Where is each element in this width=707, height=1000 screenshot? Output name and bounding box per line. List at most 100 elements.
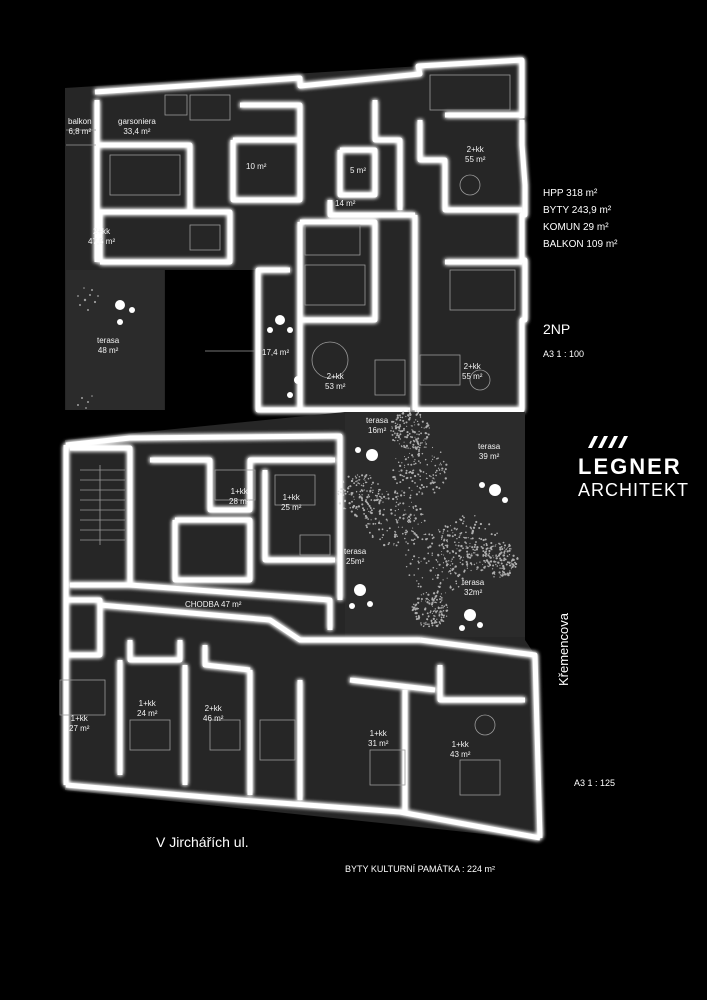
vegetation-dot	[392, 439, 394, 441]
unit-label-46: 2+kk 46 m²	[203, 704, 223, 724]
vegetation-dot	[446, 606, 448, 608]
vegetation-dot	[430, 460, 432, 462]
room-name: terasa	[97, 336, 120, 345]
brand-logo-mark	[588, 436, 628, 448]
vegetation-dot	[435, 469, 438, 472]
vegetation-dot	[475, 554, 477, 556]
vegetation-dot	[479, 561, 481, 563]
vegetation-dot	[386, 529, 388, 532]
vegetation-dot	[403, 464, 406, 466]
vegetation-dot	[441, 535, 444, 537]
vegetation-dot	[438, 530, 441, 533]
vegetation-dot	[503, 559, 505, 562]
room-area: 55 m²	[465, 155, 486, 164]
vegetation-dot	[455, 521, 458, 524]
vegetation-dot	[461, 559, 464, 562]
vegetation-dot	[475, 548, 478, 551]
vegetation-dot	[412, 446, 415, 449]
vegetation-dot	[378, 520, 380, 522]
vegetation-dot	[411, 530, 413, 532]
vegetation-dot	[414, 436, 416, 438]
room-name: terasa	[478, 442, 501, 451]
room-name: balkon	[68, 117, 92, 126]
vegetation-dot	[445, 592, 447, 594]
vegetation-dot	[434, 596, 437, 598]
vegetation-dot	[485, 544, 488, 547]
vegetation-dot	[367, 503, 370, 506]
vegetation-dot	[421, 613, 424, 616]
vegetation-dot	[378, 528, 381, 531]
vegetation-dot	[434, 601, 436, 603]
vegetation-dot	[415, 438, 418, 441]
unit-type: 2+kk	[204, 704, 222, 713]
room-label-2kk-475: 2+kk 47,5 m²	[88, 227, 115, 247]
vegetation-dot	[394, 530, 396, 533]
vegetation-dot	[438, 487, 441, 490]
vegetation-dot	[392, 497, 395, 501]
vegetation-dot	[410, 501, 413, 503]
vegetation-dot	[395, 544, 398, 547]
vegetation-dot	[402, 419, 405, 422]
vegetation-dot	[442, 532, 444, 534]
upper-wall-top-rooms-2	[372, 100, 403, 210]
vegetation-dot	[440, 597, 443, 599]
vegetation-dot	[426, 623, 428, 626]
room-area: 10 m²	[246, 162, 267, 171]
vegetation-dot	[402, 502, 405, 505]
vegetation-dot	[346, 490, 349, 493]
vegetation-dot	[435, 559, 438, 562]
vegetation-dot	[434, 609, 436, 612]
vegetation-dot	[413, 603, 415, 606]
vegetation-dot	[454, 572, 457, 575]
vegetation-dot	[466, 550, 469, 553]
vegetation-dot	[423, 622, 425, 624]
vegetation-dot	[453, 527, 456, 530]
vegetation-dot	[400, 445, 403, 447]
vegetation-dot	[450, 560, 452, 562]
vegetation-dot	[442, 609, 445, 612]
vegetation-dot	[408, 432, 411, 435]
vegetation-dot	[400, 469, 403, 472]
vegetation-dot	[437, 529, 440, 531]
vegetation-dot	[370, 509, 373, 512]
vegetation-dot	[405, 554, 407, 556]
vegetation-dot	[396, 416, 399, 419]
unit-label-28: 1+kk 28 m²	[229, 487, 249, 507]
vegetation-dot	[348, 502, 351, 505]
vegetation-dot	[397, 541, 400, 544]
vegetation-dot	[419, 585, 422, 588]
vegetation-dot	[405, 415, 407, 418]
vegetation-dot	[407, 463, 410, 466]
upper-interior-lines	[66, 74, 516, 396]
vegetation-dot	[440, 616, 443, 619]
vegetation-dot	[421, 452, 424, 455]
vegetation-dot	[430, 619, 433, 622]
vegetation-dot	[396, 432, 399, 435]
vegetation-dot	[425, 622, 427, 624]
vegetation-dot	[379, 512, 381, 514]
vegetation-dot	[417, 585, 420, 588]
vegetation-dot	[405, 565, 408, 568]
vegetation-dot	[349, 507, 352, 509]
vegetation-dot	[433, 478, 435, 480]
vegetation-dot	[512, 554, 515, 557]
room-area: 32m²	[464, 588, 483, 597]
terrace-label-32: terasa 32m²	[462, 578, 484, 598]
vegetation-dot	[499, 552, 502, 555]
vegetation-dot	[424, 438, 426, 440]
vegetation-dot	[445, 615, 448, 617]
vegetation-dot	[423, 439, 425, 441]
vegetation-dot	[501, 572, 503, 574]
lower-wall-units-top-2	[262, 470, 335, 563]
vegetation-dot	[392, 430, 395, 433]
vegetation-dot	[480, 545, 483, 548]
vegetation-dot	[394, 490, 397, 493]
vegetation-dot	[511, 563, 515, 566]
vegetation-dot	[407, 447, 409, 449]
lower-wall-units-top-3	[172, 517, 253, 583]
vegetation-dot	[368, 531, 371, 534]
vegetation-dot	[403, 455, 406, 458]
vegetation-dot	[416, 453, 419, 455]
vegetation-dot	[425, 600, 427, 602]
vegetation-dot	[438, 464, 440, 466]
